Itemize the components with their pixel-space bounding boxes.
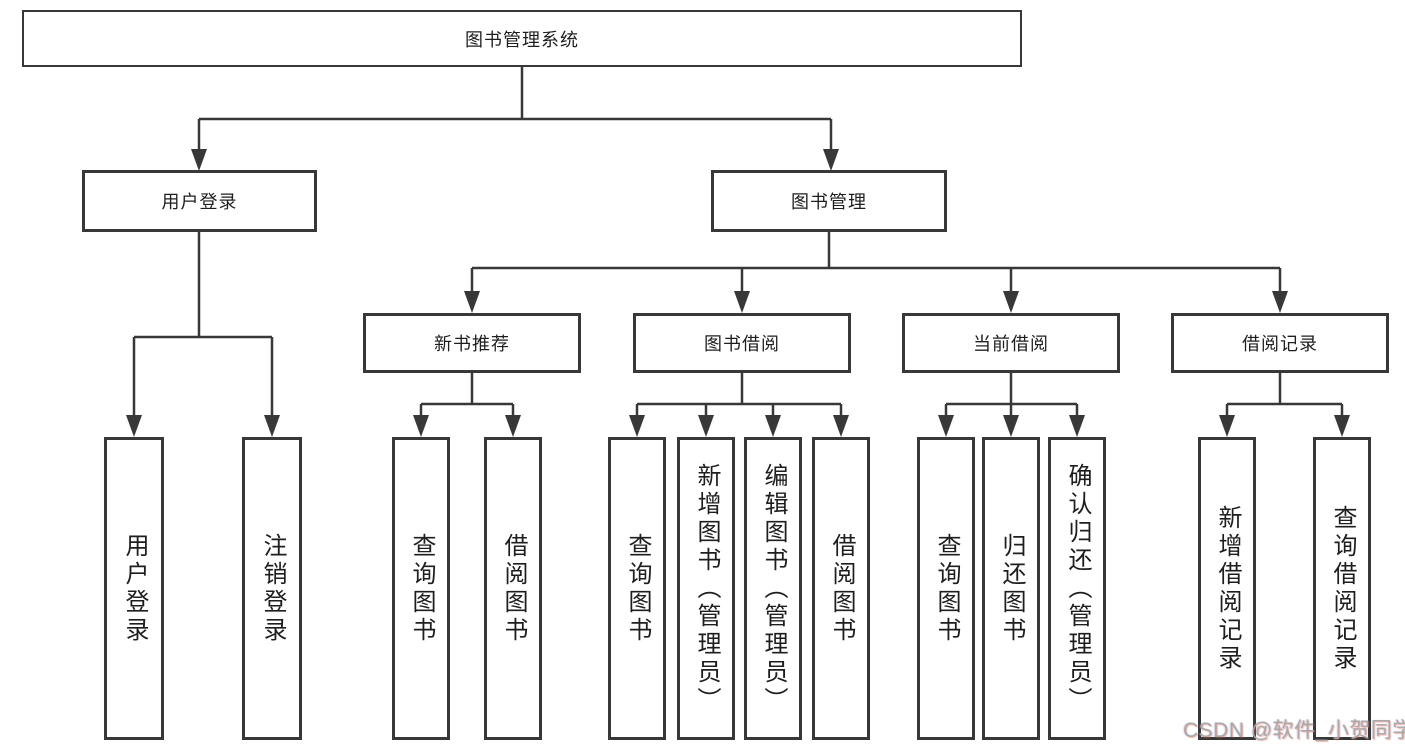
node-label: 图书借阅 xyxy=(704,334,780,354)
node-leaf-add-books-admin: 新增图书（管理员） xyxy=(677,437,735,740)
node-book-mgmt-module: 图书管理 xyxy=(711,170,947,232)
node-borrow-records: 借阅记录 xyxy=(1171,313,1389,373)
node-leaf-query-books-1: 查询图书 xyxy=(392,437,450,740)
node-label: 新书推荐 xyxy=(434,334,510,354)
node-label: 确认归还（管理员） xyxy=(1064,462,1091,715)
connector-current-borrow xyxy=(938,373,1085,437)
node-leaf-return-books: 归还图书 xyxy=(982,437,1040,740)
node-label: 查询借阅记录 xyxy=(1329,504,1356,673)
node-label: 新增借阅记录 xyxy=(1214,504,1241,673)
node-leaf-borrow-books-1: 借阅图书 xyxy=(484,437,542,740)
node-new-book-recommend: 新书推荐 xyxy=(363,313,581,373)
node-label: 当前借阅 xyxy=(973,334,1049,354)
node-label: 查询图书 xyxy=(408,532,435,645)
node-root-system: 图书管理系统 xyxy=(22,10,1022,67)
node-label: 图书管理 xyxy=(791,192,867,212)
node-label: 新增图书（管理员） xyxy=(693,462,720,715)
node-leaf-query-borrow-record: 查询借阅记录 xyxy=(1313,437,1371,740)
connector-root xyxy=(191,67,839,171)
node-user-login-module: 用户登录 xyxy=(82,170,317,232)
node-label: 注销登录 xyxy=(259,532,286,645)
node-label: 用户登录 xyxy=(161,192,238,212)
node-label: 查询图书 xyxy=(624,532,651,645)
connector-user-login xyxy=(126,232,280,437)
node-label: 查询图书 xyxy=(933,532,960,645)
node-label: 用户登录 xyxy=(121,532,148,645)
node-label: 借阅记录 xyxy=(1242,334,1318,354)
node-leaf-query-books-2: 查询图书 xyxy=(608,437,666,740)
node-leaf-confirm-return-admin: 确认归还（管理员） xyxy=(1048,437,1106,740)
node-leaf-edit-books-admin: 编辑图书（管理员） xyxy=(744,437,802,740)
node-label: 归还图书 xyxy=(998,532,1025,645)
connector-book-mgmt xyxy=(464,232,1288,313)
node-current-borrow: 当前借阅 xyxy=(902,313,1120,373)
node-leaf-add-borrow-record: 新增借阅记录 xyxy=(1198,437,1256,740)
connector-new-book-rec xyxy=(413,373,521,437)
node-leaf-user-login: 用户登录 xyxy=(104,437,164,740)
node-leaf-borrow-books-2: 借阅图书 xyxy=(812,437,870,740)
csdn-watermark: CSDN @软件_小贺同学 xyxy=(1183,719,1405,742)
connector-book-borrow xyxy=(629,373,849,437)
node-leaf-query-books-3: 查询图书 xyxy=(917,437,975,740)
connector-borrow-records xyxy=(1219,373,1350,437)
node-book-borrow: 图书借阅 xyxy=(633,313,851,373)
node-label: 借阅图书 xyxy=(828,532,855,645)
node-leaf-logout: 注销登录 xyxy=(242,437,302,740)
node-label: 借阅图书 xyxy=(500,532,527,645)
node-label: 编辑图书（管理员） xyxy=(760,462,787,715)
node-label: 图书管理系统 xyxy=(465,29,579,50)
